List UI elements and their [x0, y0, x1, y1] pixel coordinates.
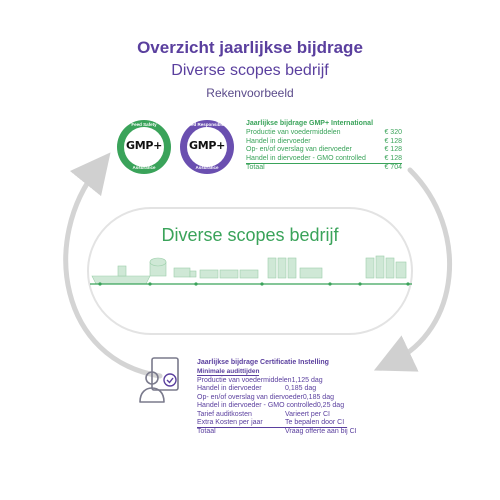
table-row: Handel in diervoeder - GMO controlled€ 1… [246, 155, 402, 165]
silo-icon [267, 257, 277, 279]
plant-icon [299, 267, 323, 279]
gmp-fsa-badge: Feed Safety GMP+ Assurance [117, 120, 171, 174]
scope-pill [87, 207, 413, 335]
auditor-icon [139, 357, 179, 403]
page-subtitle: Diverse scopes bedrijf [171, 62, 329, 79]
train-icon [199, 269, 219, 279]
tank-icon [365, 257, 375, 279]
arrow-left [63, 152, 163, 379]
table-total-row: Totaal€ 704 [246, 164, 402, 172]
arrow-right [373, 167, 452, 372]
gmp-fra-badge: Feed Responsibility GMP+ Assurance [180, 120, 234, 174]
page-title: Overzicht jaarlijkse bijdrage [137, 38, 363, 57]
page-caption: Rekenvoorbeeld [206, 86, 294, 100]
truck-icon [173, 267, 191, 278]
audit-table-heading: Jaarlijkse bijdrage Certificatie Instell… [197, 359, 329, 366]
table-row: Op- en/of overslag van diervoeder€ 128 [246, 146, 402, 154]
pill-label: Diverse scopes bedrijf [161, 225, 339, 245]
audit-contribution-table: Jaarlijkse bijdrage Certificatie Instell… [197, 359, 357, 437]
table-row: Handel in diervoeder€ 128 [246, 137, 402, 145]
table-row: Productie van voedermiddelen€ 320 [246, 129, 402, 136]
gmp-table-heading: Jaarlijkse bijdrage GMP+ International [246, 120, 374, 127]
audit-table-subheading: Minimale audittijden [197, 368, 260, 376]
gmp-contribution-table: Jaarlijkse bijdrage GMP+ International P… [246, 120, 402, 173]
